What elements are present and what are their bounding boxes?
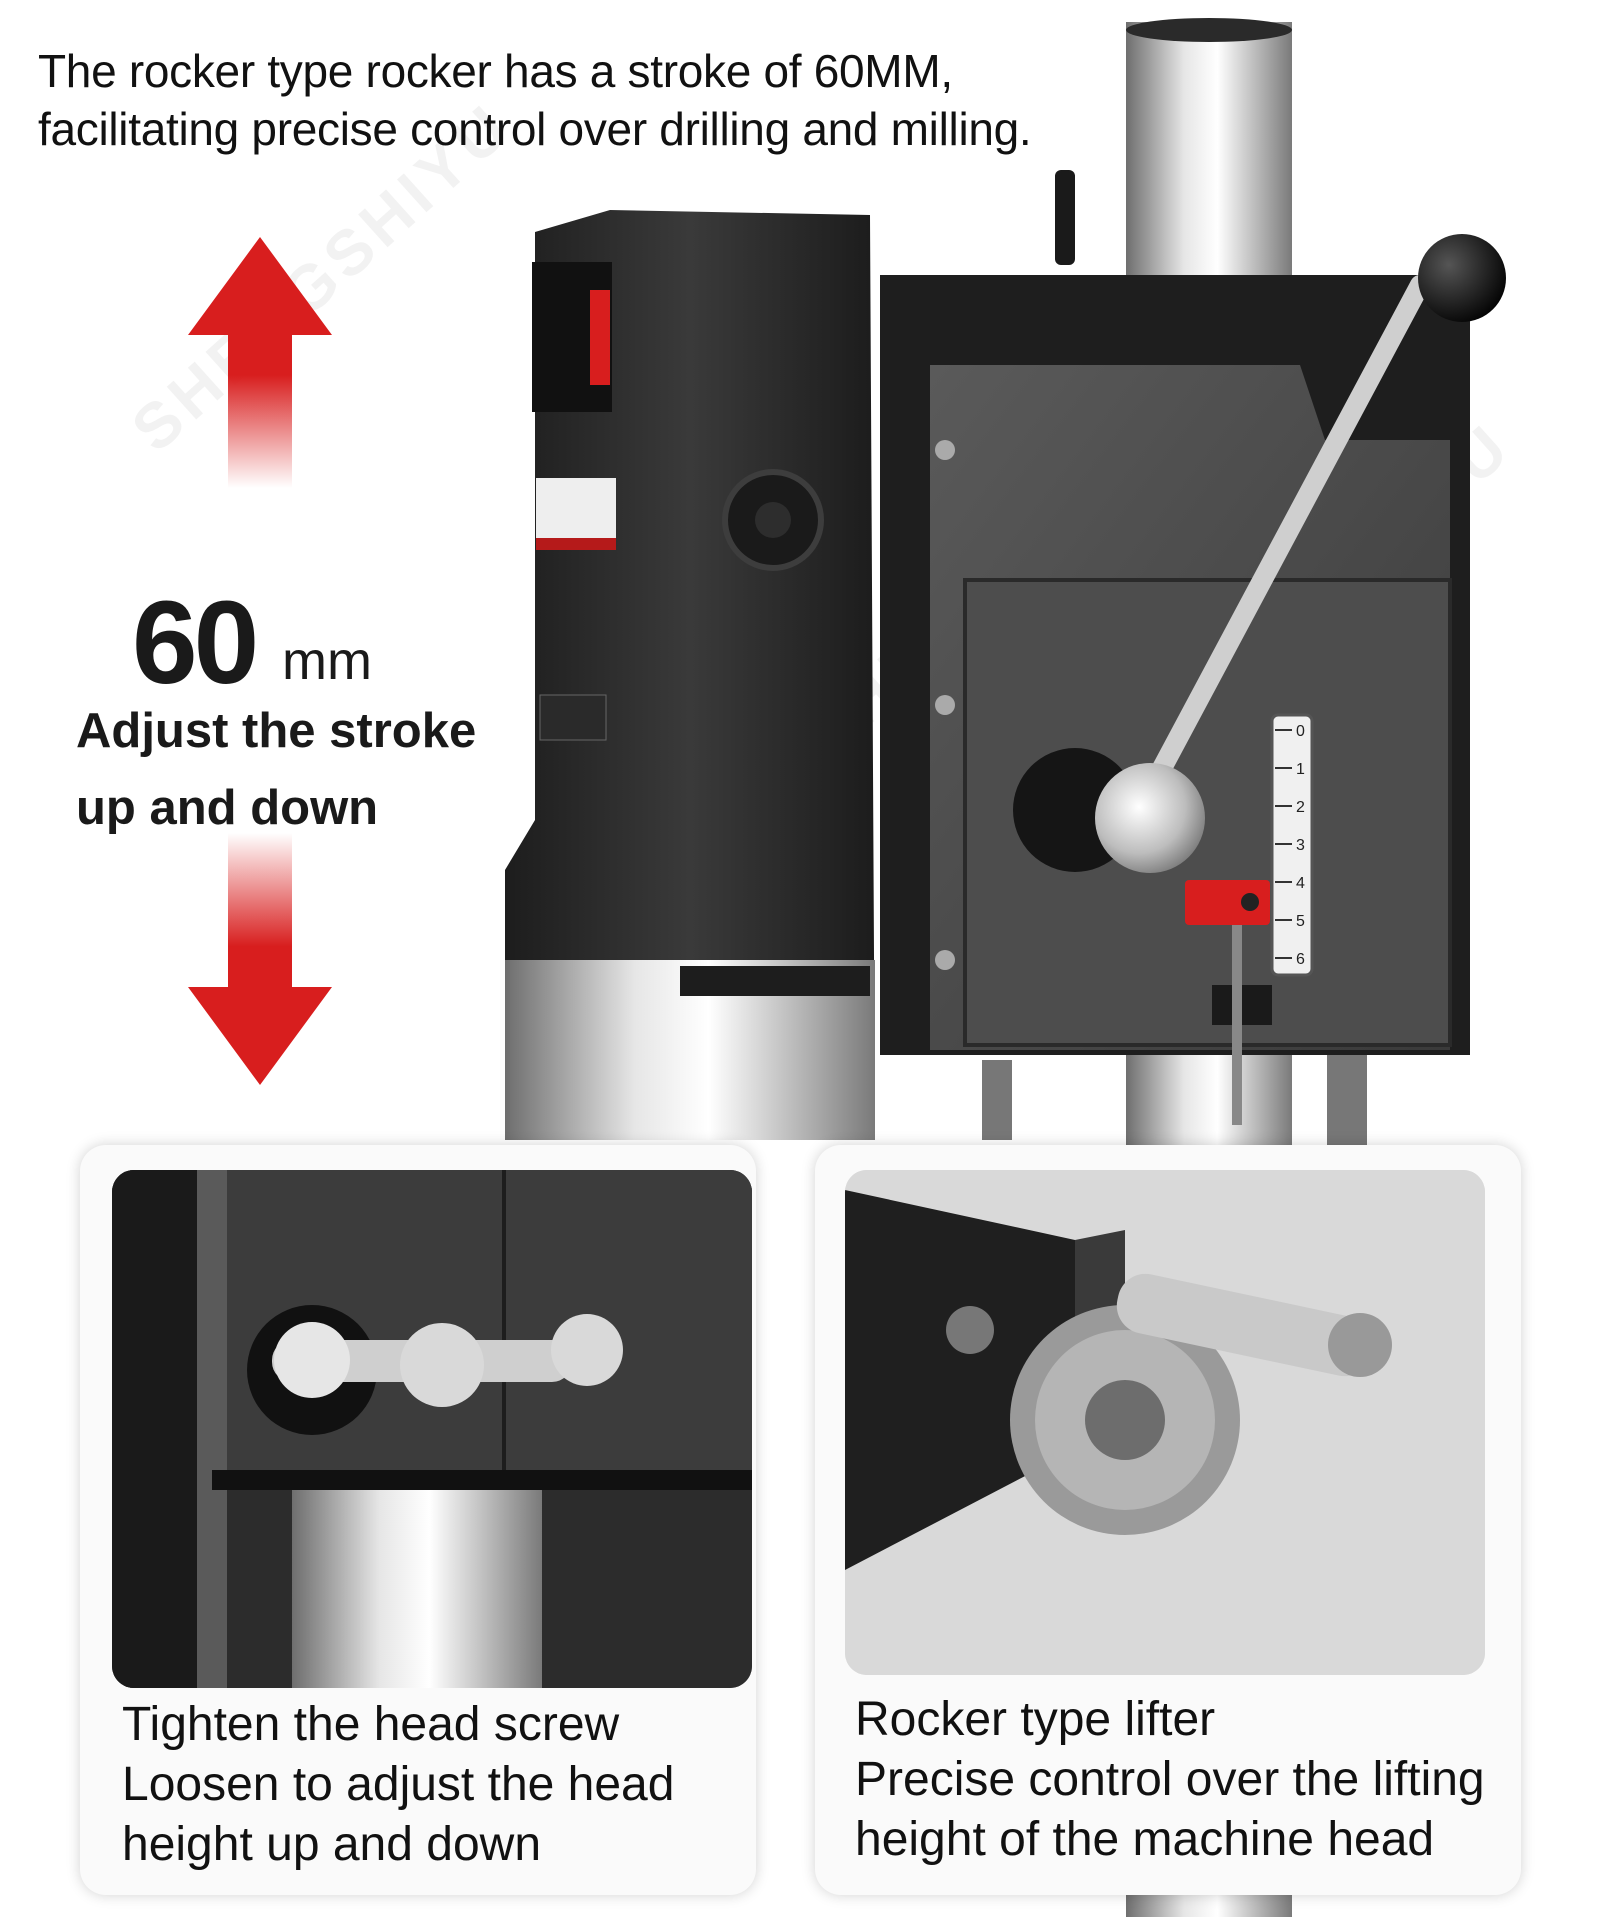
- headline-line-1: The rocker type rocker has a stroke of 6…: [38, 45, 953, 97]
- scale-tick-label: 2: [1296, 799, 1305, 816]
- headline: The rocker type rocker has a stroke of 6…: [38, 42, 1118, 158]
- feature-1-text: Tighten the head screw Loosen to adjust …: [122, 1695, 742, 1875]
- feature-2-line-3: height of the machine head: [855, 1813, 1435, 1866]
- stroke-label-line-2: up and down: [76, 781, 379, 835]
- arrow-down-icon: [188, 833, 332, 1085]
- scale-tick-label: 6: [1296, 951, 1305, 968]
- headline-line-2: facilitating precise control over drilli…: [38, 103, 1032, 155]
- feature-card-head-screw: Tighten the head screw Loosen to adjust …: [80, 1145, 756, 1895]
- stroke-label: Adjust the stroke up and down: [76, 693, 496, 847]
- stroke-unit: mm: [282, 631, 372, 691]
- feature-card-rocker-lifter: Rocker type lifter Precise control over …: [815, 1145, 1521, 1895]
- scale-tick-label: 4: [1296, 875, 1305, 892]
- feature-1-line-3: height up and down: [122, 1818, 542, 1871]
- head-screw-photo: [112, 1170, 752, 1688]
- feature-1-line-2: Loosen to adjust the head: [122, 1758, 675, 1811]
- scale-tick-label: 3: [1296, 837, 1305, 854]
- stroke-label-line-1: Adjust the stroke: [76, 704, 477, 758]
- scale-tick-label: 1: [1296, 761, 1305, 778]
- feature-2-line-1: Rocker type lifter: [855, 1693, 1216, 1746]
- feature-2-line-2: Precise control over the lifting: [855, 1753, 1485, 1806]
- arrow-up-icon: [188, 237, 332, 488]
- stroke-value: 60: [132, 577, 259, 709]
- scale-tick-label: 0: [1296, 723, 1305, 740]
- scale-tick-label: 5: [1296, 913, 1305, 930]
- feature-1-line-1: Tighten the head screw: [122, 1698, 620, 1751]
- rocker-lifter-photo: [845, 1170, 1485, 1675]
- feature-2-text: Rocker type lifter Precise control over …: [855, 1690, 1515, 1870]
